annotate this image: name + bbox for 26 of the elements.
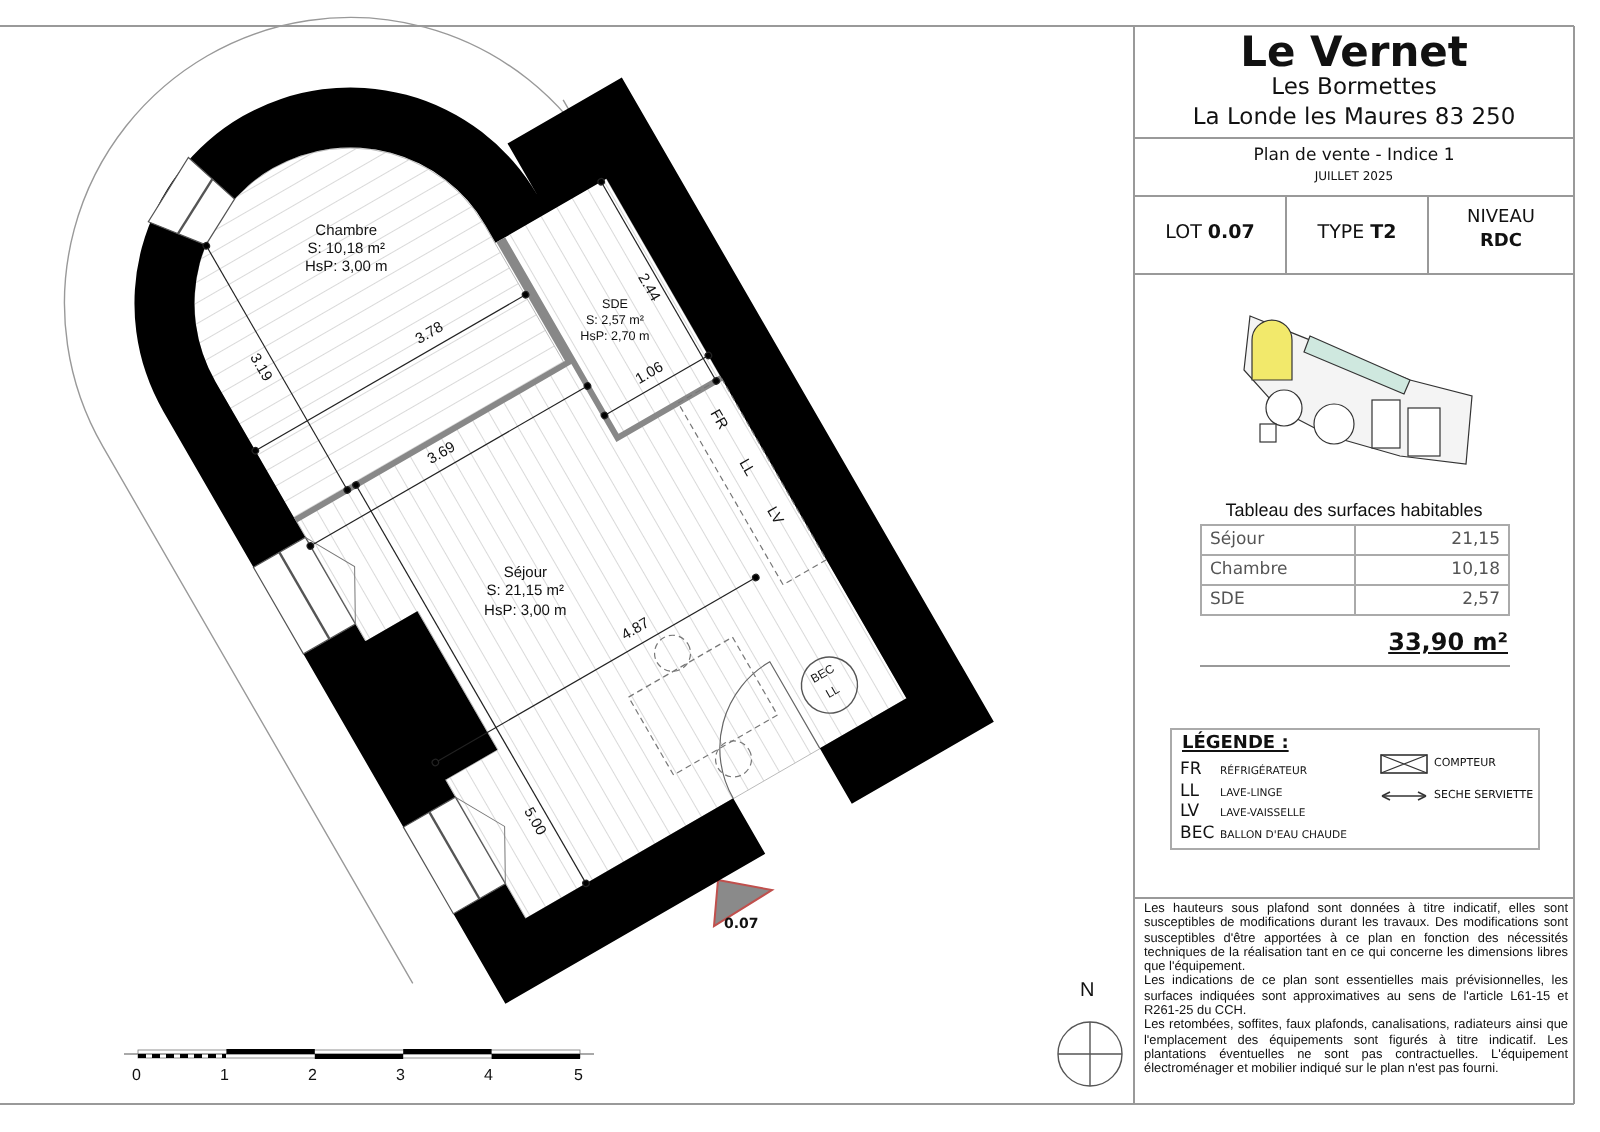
table-cell: 2,57: [1354, 584, 1510, 616]
scale-number: 0: [132, 1066, 141, 1085]
table-cell: 21,15: [1354, 524, 1510, 556]
level-label: NIVEAU: [1465, 208, 1537, 229]
plan-subtitle: Plan de vente - Indice 1: [1251, 148, 1457, 168]
address-line: Les Bormettes: [1269, 74, 1439, 101]
scale-number: 2: [308, 1066, 317, 1085]
type-text: TYPE T2: [1315, 224, 1399, 246]
project-title: Le Vernet: [1238, 28, 1470, 77]
legend-code: BEC: [1180, 825, 1215, 845]
north-label: N: [1080, 980, 1095, 1003]
table-cell: Séjour: [1200, 524, 1356, 556]
address-line: La Londe les Maures 83 250: [1190, 104, 1518, 131]
legend-code: LL: [1180, 783, 1199, 803]
scale-number: 3: [396, 1066, 405, 1085]
lot-number: LOT 0.07: [1163, 224, 1257, 246]
legend-code: LV: [1180, 804, 1200, 824]
legend-title: LÉGENDE :: [1182, 734, 1289, 755]
scale-number: 5: [574, 1066, 583, 1085]
table-title: Tableau des surfaces habitables: [1223, 500, 1485, 521]
scale-number: 4: [484, 1066, 493, 1085]
level-value: RDC: [1477, 232, 1524, 253]
total-area: 33,90 m²: [1280, 630, 1508, 658]
table-cell: SDE: [1200, 584, 1356, 616]
legend-code: FR: [1180, 762, 1202, 782]
scale-number: 1: [220, 1066, 229, 1085]
